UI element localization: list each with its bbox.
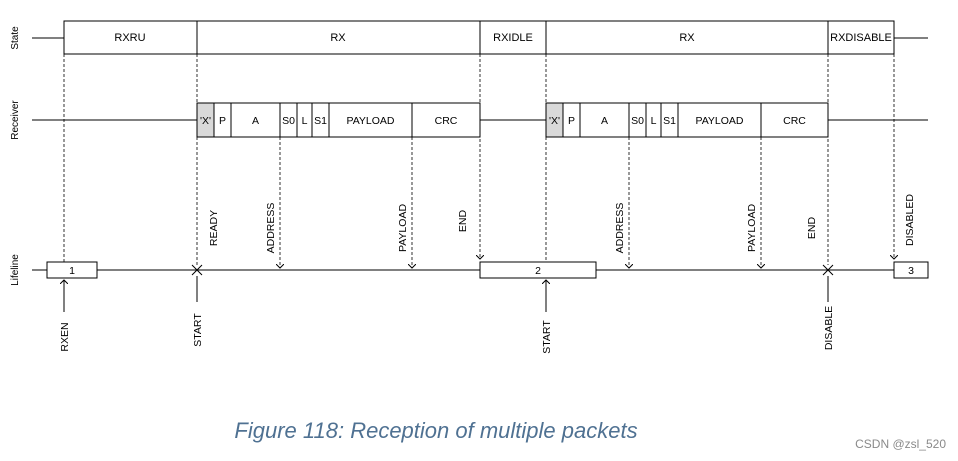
packet-2-p-label: P (568, 115, 575, 127)
task-labels: RXEN START START DISABLE (59, 306, 835, 354)
packet-2-payload-label: PAYLOAD (695, 115, 743, 127)
lifeline-box-1 (46, 261, 98, 279)
lifeline-box-2-label: 2 (535, 265, 541, 277)
task-start-1-label: START (192, 313, 204, 347)
packet-1-x-label: 'X' (200, 115, 211, 127)
task-disable-label: DISABLE (823, 306, 835, 350)
event-end-2-label: END (806, 216, 818, 239)
disable-cross-marker (822, 264, 834, 276)
state-rx-2-label: RX (679, 32, 695, 44)
event-address-2-label: ADDRESS (614, 203, 626, 254)
state-rx-2 (545, 20, 829, 55)
state-rx-1 (196, 20, 481, 55)
packet-2-l-label: L (651, 115, 657, 127)
packet-2-x-label: 'X' (549, 115, 560, 127)
event-ready-label: READY (208, 210, 220, 246)
event-address-1-label: ADDRESS (265, 203, 277, 254)
event-disabled-label: DISABLED (904, 194, 916, 246)
packet-1-s0-label: S0 (282, 115, 295, 127)
packet-1-l-label: L (302, 115, 308, 127)
event-payload-2-label: PAYLOAD (746, 204, 758, 252)
receiver-axis-label: Receiver (10, 100, 21, 140)
task-start-2-label: START (541, 320, 553, 354)
packet-1-crc-label: CRC (435, 115, 458, 127)
packet-1-crc-field (411, 102, 481, 138)
event-payload-1-label: PAYLOAD (397, 204, 409, 252)
state-rxru-label: RXRU (114, 32, 145, 44)
task-arrows (64, 276, 829, 312)
event-markers (191, 264, 834, 276)
dashed-guides (63, 54, 894, 268)
state-axis-label: State (10, 26, 21, 50)
packet-2: 'X' P A S0 L S1 PAYLOAD CRC (545, 102, 829, 138)
packet-2-s0-label: S0 (631, 115, 644, 127)
figure-caption: Figure 118: Reception of multiple packet… (234, 418, 638, 443)
packet-2-s1-label: S1 (663, 115, 676, 127)
state-rxidle (479, 20, 547, 55)
packet-1-a-field (230, 102, 281, 138)
packet-2-crc-label: CRC (783, 115, 806, 127)
packet-1-s1-label: S1 (314, 115, 327, 127)
task-rxen-label: RXEN (59, 322, 71, 351)
lifeline-box-3-label: 3 (908, 265, 914, 277)
lifeline-box-2 (479, 261, 597, 279)
event-end-1-label: END (457, 209, 469, 232)
packet-1: 'X' P A S0 L S1 PAYLOAD CRC (196, 102, 481, 138)
packet-1-payload-label: PAYLOAD (346, 115, 394, 127)
state-rx-1-label: RX (330, 32, 346, 44)
state-rxdisable-label: RXDISABLE (830, 32, 892, 44)
state-row: RXRU RX RXIDLE RX RXDISABLE (63, 20, 895, 55)
state-rxidle-label: RXIDLE (493, 32, 533, 44)
watermark: CSDN @zsl_520 (855, 437, 946, 451)
state-rxru (63, 20, 198, 55)
event-labels: READY ADDRESS PAYLOAD END ADDRESS PAYLOA… (208, 194, 916, 254)
packet-2-payload-field (677, 102, 762, 138)
lifeline-box-1-label: 1 (69, 265, 75, 277)
lifeline-axis-label: Lifeline (10, 254, 21, 286)
packet-1-a-label: A (252, 115, 259, 127)
start-1-cross-marker (191, 264, 203, 276)
packet-2-a-label: A (601, 115, 608, 127)
lifeline-box-3 (893, 261, 929, 279)
packet-2-crc-field (760, 102, 829, 138)
state-rxdisable (827, 20, 895, 55)
packet-1-p-label: P (219, 115, 226, 127)
